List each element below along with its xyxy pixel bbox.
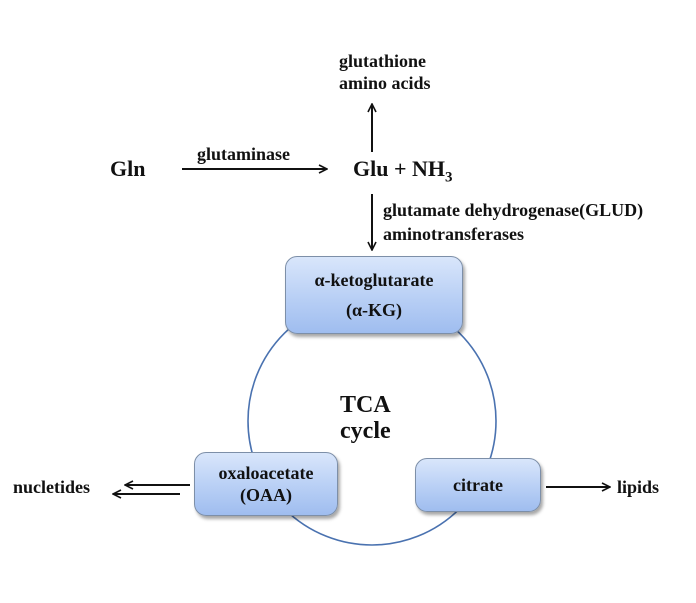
glu-text: Glu + NH: [353, 156, 445, 181]
glutaminase-label: glutaminase: [197, 144, 291, 164]
aminotransferases-label: aminotransferases: [383, 224, 524, 244]
citrate-node: citrate: [415, 458, 541, 512]
tca-text: TCA: [340, 392, 391, 418]
oaa-abbrev: (OAA): [240, 485, 292, 505]
cycle-text: cycle: [340, 418, 391, 444]
akg-name: α-ketoglutarate: [314, 270, 434, 290]
oaa-name: oxaloacetate: [218, 463, 314, 483]
akg-abbrev: (α-KG): [345, 300, 403, 320]
tca-cycle-label: TCA cycle: [340, 392, 391, 444]
nucleotides-label: nucletides: [13, 477, 91, 497]
lipids-label: lipids: [617, 477, 660, 497]
enzymes-label: glutamate dehydrogenase(GLUD) aminotrans…: [383, 198, 643, 246]
subscript-3: 3: [445, 169, 453, 186]
glud-label: glutamate dehydrogenase(GLUD): [383, 200, 644, 220]
akg-node: α-ketoglutarate (α-KG): [285, 256, 463, 334]
glu-nh3-label: Glu + NH3: [353, 158, 453, 185]
gln-label: Gln: [110, 156, 146, 181]
amino-acids-label: amino acids: [339, 73, 431, 93]
oaa-node: oxaloacetate (OAA): [194, 452, 338, 516]
citrate-name: citrate: [453, 474, 503, 495]
glutathione-label: glutathione: [339, 51, 427, 71]
products-top-label: glutathione amino acids: [339, 50, 431, 94]
